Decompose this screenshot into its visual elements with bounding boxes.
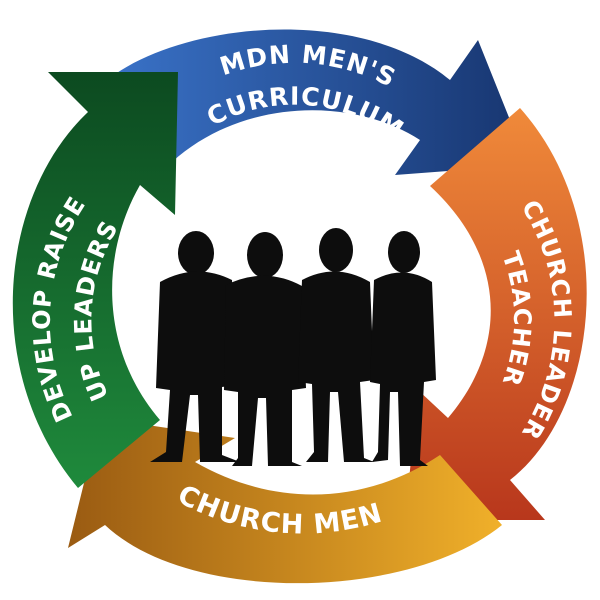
arrow-segment-right xyxy=(405,108,587,520)
silhouette-man-2 xyxy=(224,232,306,466)
arrow-segment-top xyxy=(103,29,528,175)
silhouette-man-3 xyxy=(298,228,374,462)
silhouette-man-1 xyxy=(150,231,240,462)
silhouette-man-4 xyxy=(370,231,436,466)
men-silhouette-group xyxy=(150,228,436,466)
arrow-segment-left xyxy=(12,72,179,488)
